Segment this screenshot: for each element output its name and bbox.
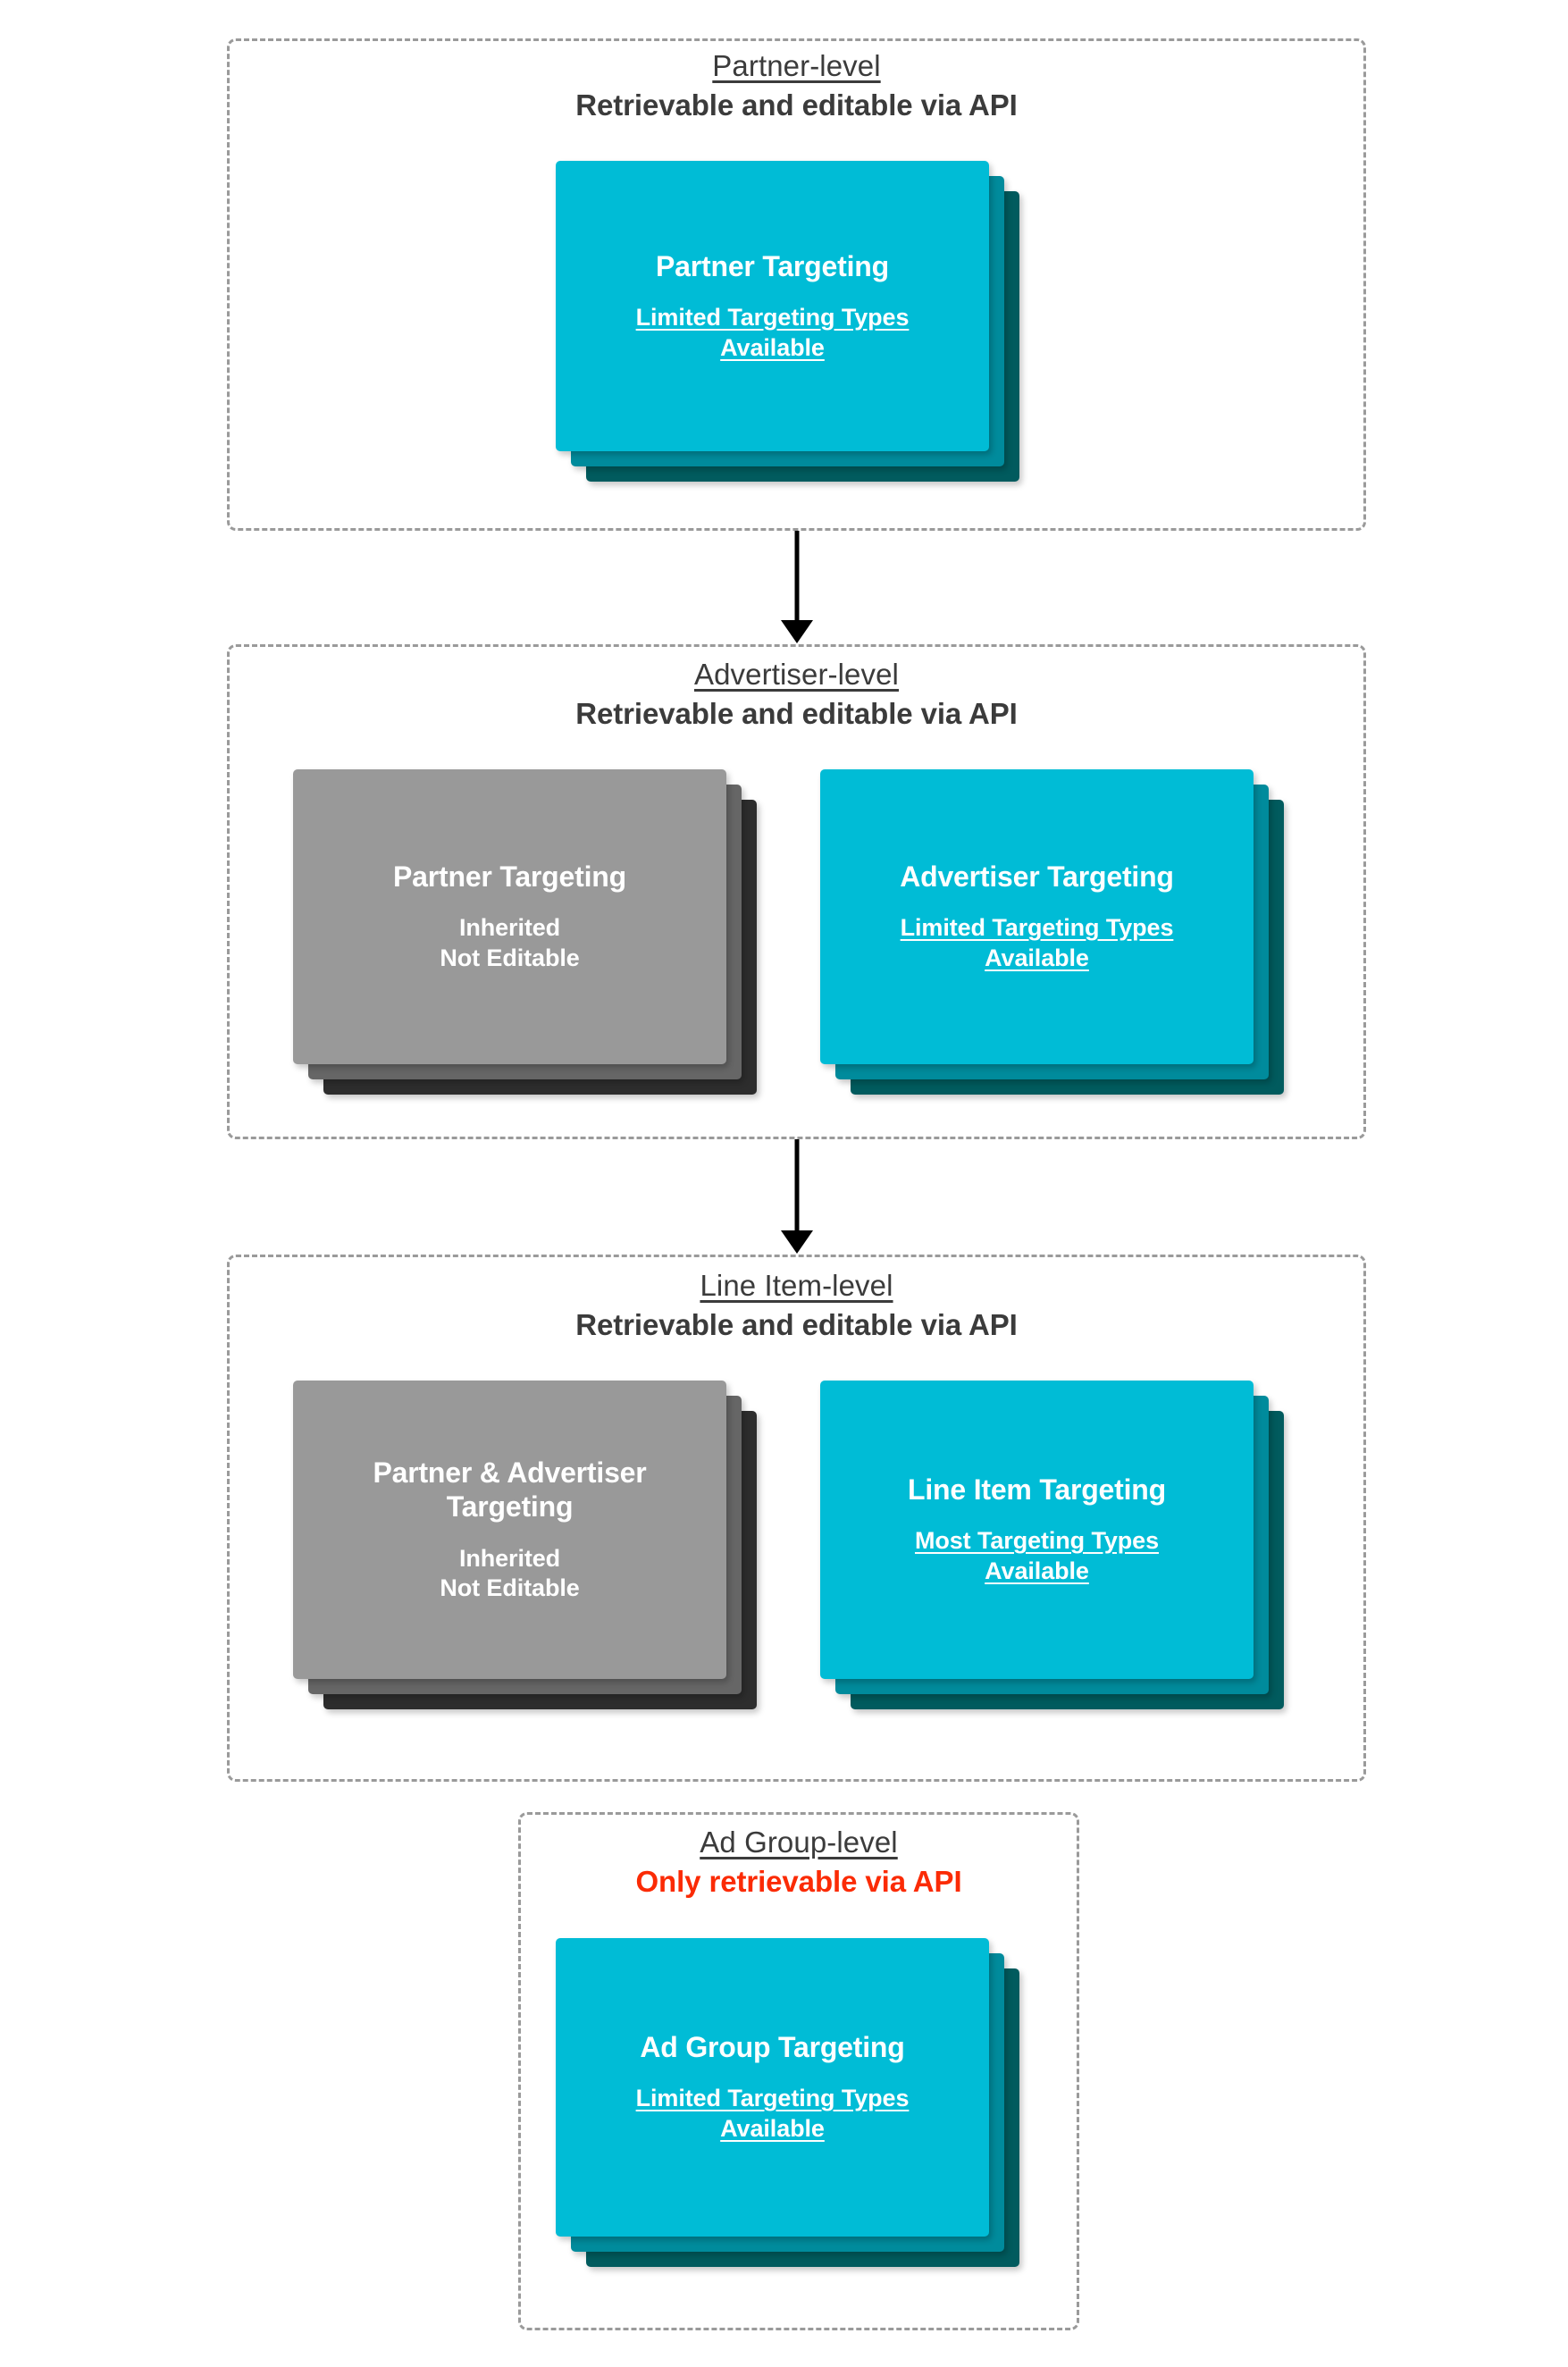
card-line-item-targeting[interactable]: Line Item Targeting Most Targeting Types… <box>820 1381 1254 1679</box>
card-note-line2: Available <box>720 333 825 361</box>
card-note: Most Targeting Types Available <box>915 1526 1159 1587</box>
card-content: Partner Targeting Limited Targeting Type… <box>556 161 989 451</box>
card-note-line1: Limited Targeting Types <box>635 303 910 331</box>
card-content: Partner Targeting Inherited Not Editable <box>293 769 726 1064</box>
arrow-shaft <box>794 1139 800 1232</box>
card-note: Limited Targeting Types Available <box>636 303 910 364</box>
level-container-partner <box>227 38 1366 531</box>
card-note: Limited Targeting Types Available <box>901 913 1174 974</box>
card-title: Line Item Targeting <box>908 1473 1166 1507</box>
card-note-line1: Limited Targeting Types <box>635 2085 910 2112</box>
card-content: Line Item Targeting Most Targeting Types… <box>820 1381 1254 1679</box>
card-stack-line-item-targeting: Line Item Targeting Most Targeting Types… <box>820 1381 1303 1738</box>
level-container-advertiser <box>227 644 1366 1139</box>
card-advertiser-targeting[interactable]: Advertiser Targeting Limited Targeting T… <box>820 769 1254 1064</box>
arrow-head-down-icon <box>781 620 813 643</box>
card-title: Partner & Advertiser Targeting <box>373 1456 646 1524</box>
card-inherited-partner-advertiser-targeting[interactable]: Partner & Advertiser Targeting Inherited… <box>293 1381 726 1679</box>
card-title-line1: Partner & Advertiser <box>373 1456 647 1489</box>
card-note-line1: Inherited <box>458 1544 561 1572</box>
connector-partner-to-advertiser <box>765 531 829 643</box>
card-stack-advertiser-inherited: Partner Targeting Inherited Not Editable <box>293 769 776 1123</box>
card-content: Partner & Advertiser Targeting Inherited… <box>293 1381 726 1679</box>
arrow-shaft <box>794 531 800 622</box>
card-note-line2: Available <box>985 944 1089 972</box>
card-ad-group-targeting[interactable]: Ad Group Targeting Limited Targeting Typ… <box>556 1938 989 2237</box>
arrow-head-down-icon <box>781 1230 813 1254</box>
card-partner-targeting[interactable]: Partner Targeting Limited Targeting Type… <box>556 161 989 451</box>
connector-advertiser-to-line-item <box>765 1139 829 1254</box>
card-title: Ad Group Targeting <box>640 2031 905 2064</box>
card-content: Ad Group Targeting Limited Targeting Typ… <box>556 1938 989 2237</box>
card-stack-advertiser-targeting: Advertiser Targeting Limited Targeting T… <box>820 769 1303 1123</box>
card-note: Inherited Not Editable <box>440 913 579 974</box>
card-stack-partner-targeting: Partner Targeting Limited Targeting Type… <box>556 161 1038 500</box>
card-inherited-partner-targeting[interactable]: Partner Targeting Inherited Not Editable <box>293 769 726 1064</box>
card-title-line2: Targeting <box>446 1490 574 1523</box>
card-note: Limited Targeting Types Available <box>636 2084 910 2145</box>
card-title: Partner Targeting <box>393 860 626 894</box>
card-note-line2: Not Editable <box>440 1574 580 1602</box>
card-title: Advertiser Targeting <box>900 860 1174 894</box>
card-note-line1: Inherited <box>458 914 561 942</box>
level-container-line-item <box>227 1255 1366 1782</box>
card-title: Partner Targeting <box>656 249 889 282</box>
card-note-line2: Not Editable <box>440 944 580 972</box>
card-note-line2: Available <box>720 2115 825 2143</box>
card-stack-line-item-inherited: Partner & Advertiser Targeting Inherited… <box>293 1381 776 1738</box>
card-note: Inherited Not Editable <box>440 1544 579 1605</box>
card-stack-ad-group-targeting: Ad Group Targeting Limited Targeting Typ… <box>556 1938 1038 2296</box>
card-note-line1: Most Targeting Types <box>914 1527 1160 1555</box>
card-note-line2: Available <box>985 1557 1089 1585</box>
card-content: Advertiser Targeting Limited Targeting T… <box>820 769 1254 1064</box>
level-container-ad-group <box>518 1812 1079 2330</box>
card-note-line1: Limited Targeting Types <box>900 914 1174 942</box>
